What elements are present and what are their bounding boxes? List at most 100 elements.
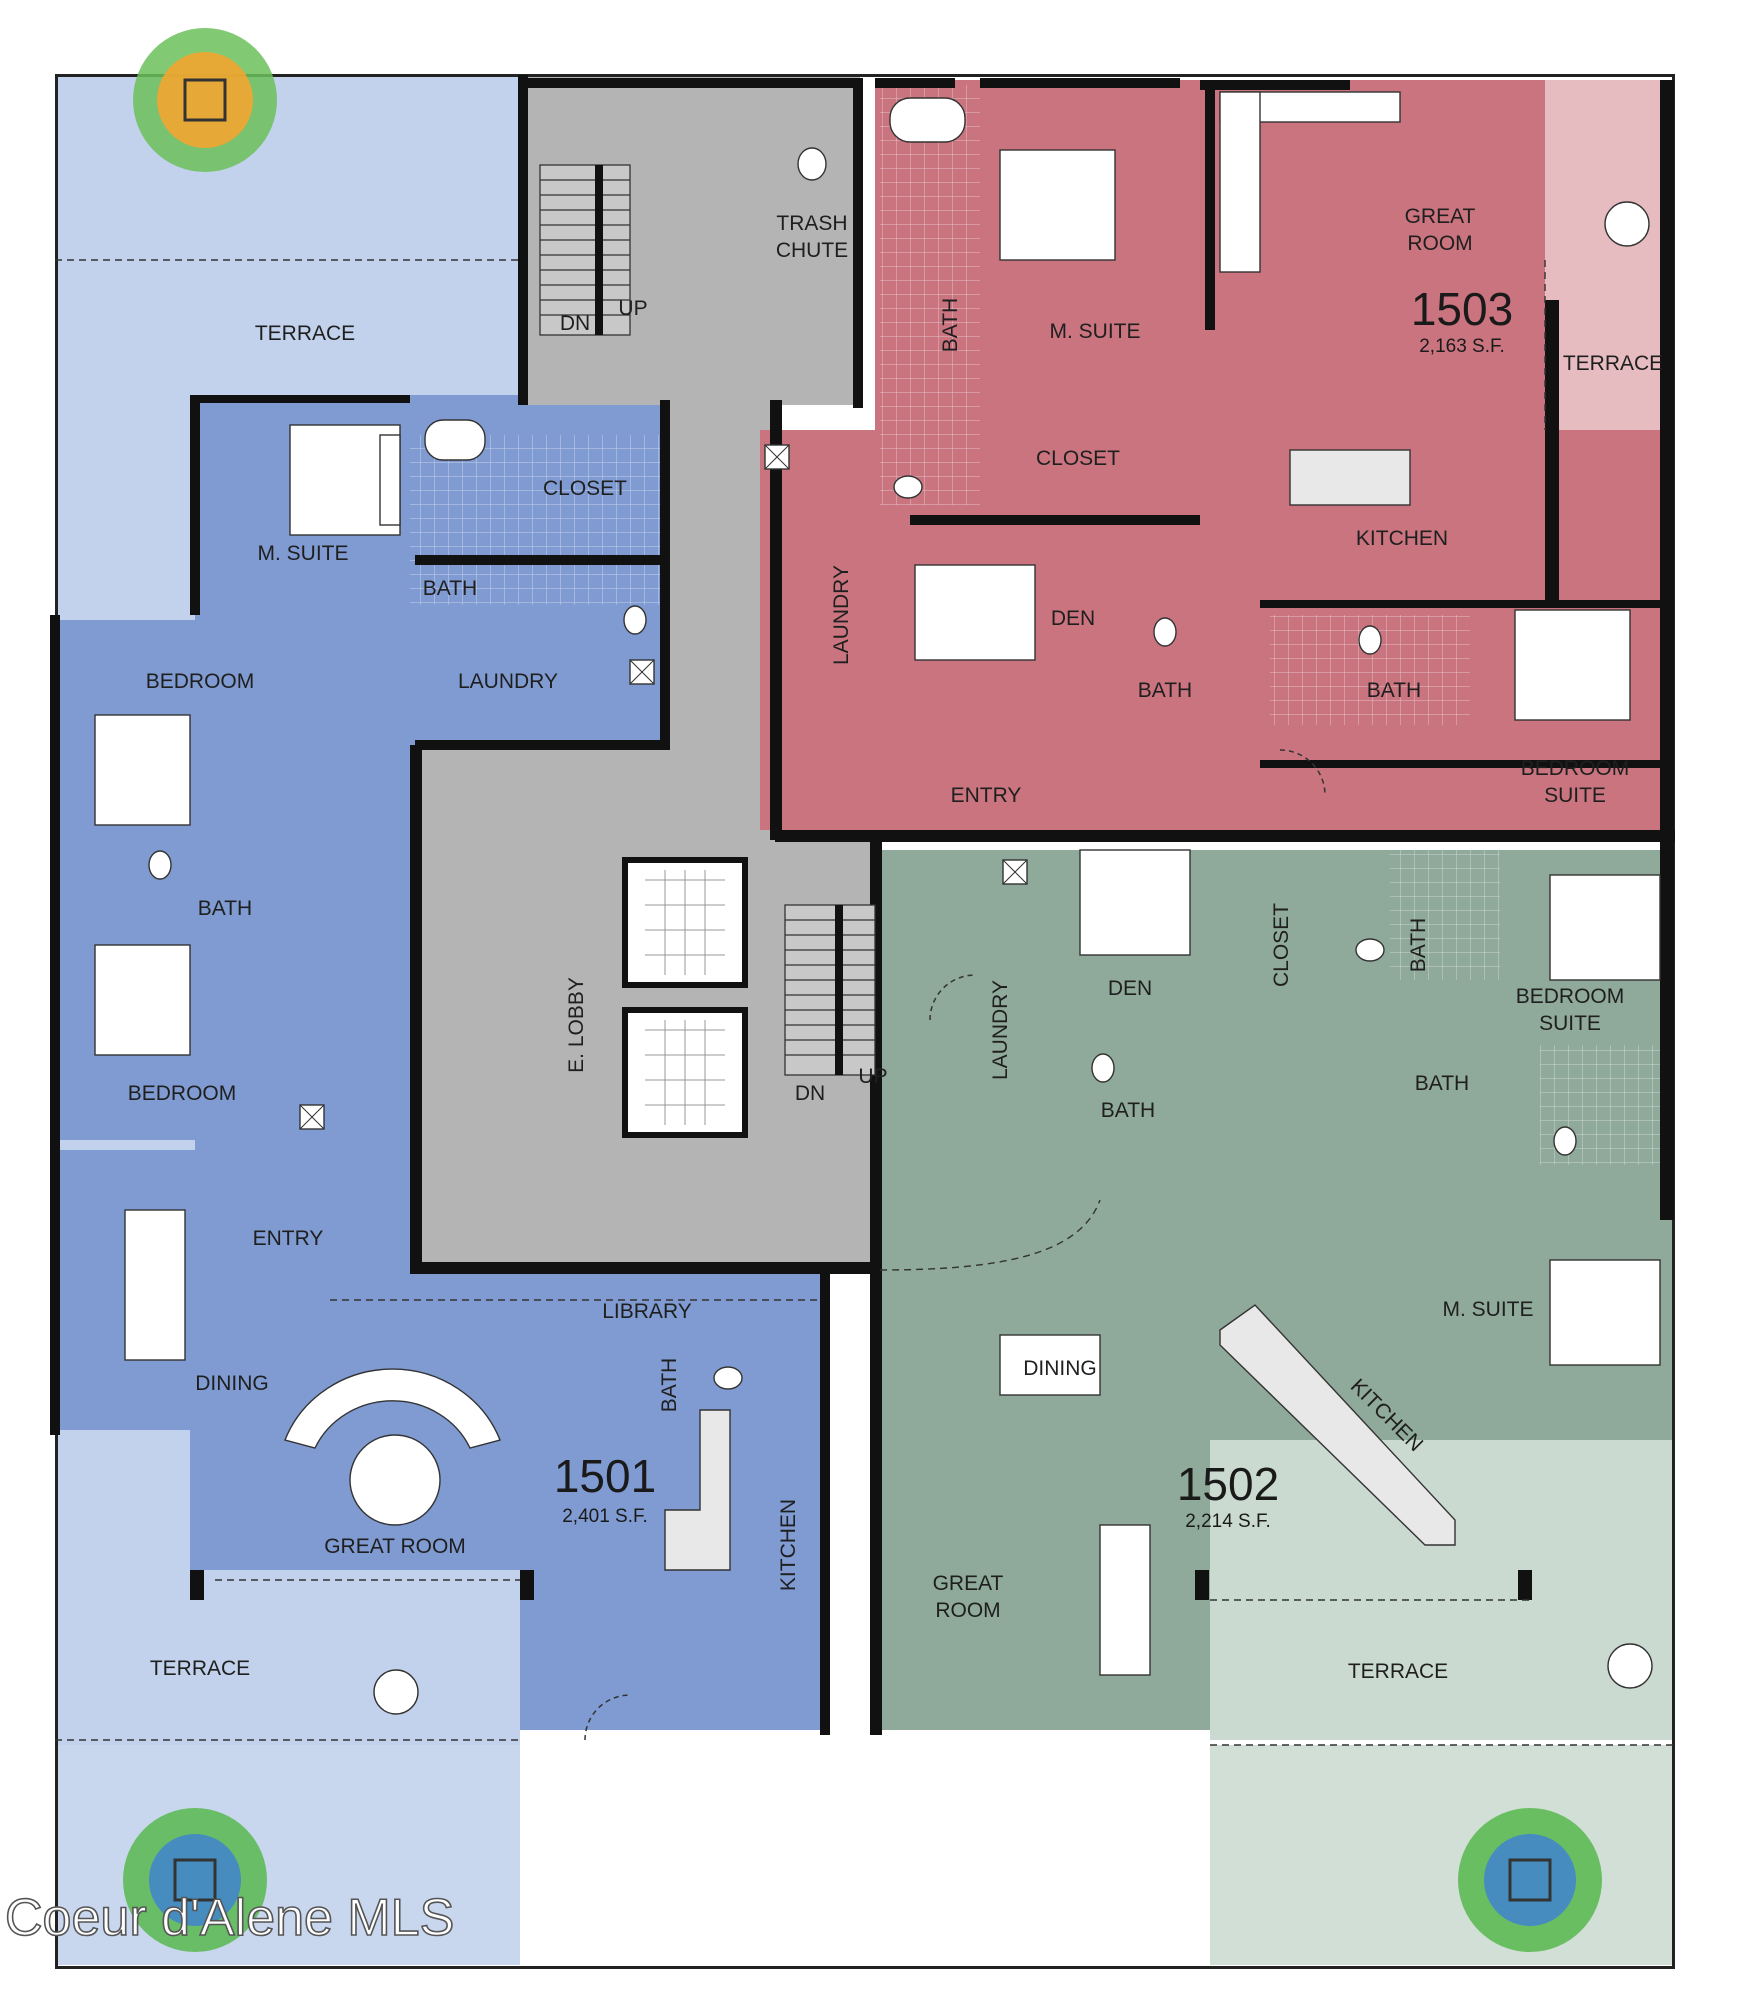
entry-label: ENTRY xyxy=(253,1227,324,1250)
kitchen-label: KITCHEN xyxy=(777,1499,800,1591)
bath-label: BATH xyxy=(1138,679,1192,702)
wall xyxy=(875,78,955,88)
bed-icon xyxy=(1514,609,1631,721)
toilet-icon xyxy=(1355,938,1385,962)
bath-label: BATH xyxy=(939,298,962,352)
wall xyxy=(1660,840,1674,1220)
elevator-icon xyxy=(622,857,748,1138)
wall xyxy=(910,515,1200,525)
wall xyxy=(415,740,670,750)
great-room-label: GREAT ROOM xyxy=(324,1535,466,1558)
bathtub-icon xyxy=(424,419,486,461)
wall xyxy=(820,1265,830,1735)
dining-table-icon xyxy=(1607,1643,1653,1689)
toilet-icon xyxy=(893,475,923,499)
terrace-label: TERRACE xyxy=(150,1657,250,1680)
wall xyxy=(770,400,782,840)
dining-label: DINING xyxy=(1023,1357,1097,1380)
unit-1502-number: 1502 xyxy=(1177,1458,1279,1510)
unit-1501-area-kitchen xyxy=(520,1560,820,1730)
kitchen-label: KITCHEN xyxy=(1356,527,1448,550)
m-suite-label: M. SUITE xyxy=(1442,1298,1533,1321)
closet-label: CLOSET xyxy=(543,477,627,500)
wall xyxy=(518,78,863,88)
kitchen-island xyxy=(664,1409,731,1571)
m-suite-label: M. SUITE xyxy=(257,542,348,565)
wall xyxy=(55,1966,1675,1969)
great-label: GREAT xyxy=(933,1572,1004,1595)
toilet-icon xyxy=(713,1366,743,1390)
toilet-icon xyxy=(1358,625,1382,655)
den-label: DEN xyxy=(1108,977,1152,1000)
toilet-icon xyxy=(1553,1126,1577,1156)
wall xyxy=(190,395,410,403)
wall xyxy=(410,745,422,1270)
wall xyxy=(1260,760,1660,768)
dining-label: DINING xyxy=(195,1372,269,1395)
walls xyxy=(50,74,1675,1969)
unit-1501-terrace xyxy=(55,1590,520,1740)
wall xyxy=(1545,300,1559,600)
bedroom-suite-label-1: BEDROOM xyxy=(1516,985,1625,1008)
unit-1502 xyxy=(875,850,1675,1965)
bedroom-suite-label-2: SUITE xyxy=(1544,784,1606,807)
unit-1502-terrace xyxy=(1210,1440,1675,1740)
stair-icon xyxy=(784,904,876,1076)
unit-1503-number: 1503 xyxy=(1411,283,1513,335)
bath-label: BATH xyxy=(1415,1072,1469,1095)
great-label: GREAT xyxy=(1405,205,1476,228)
terrace-label: TERRACE xyxy=(1348,1660,1448,1683)
washer-icon xyxy=(299,1104,325,1130)
bathtub-icon xyxy=(889,97,966,143)
wall xyxy=(1195,1570,1209,1600)
tree-icon xyxy=(133,28,277,172)
wall xyxy=(55,74,1675,77)
wall xyxy=(50,1135,60,1435)
unit-1501-bath-tile xyxy=(410,435,660,605)
dining-table-icon xyxy=(124,1209,186,1361)
bath-label: BATH xyxy=(1407,918,1430,972)
bath-label: BATH xyxy=(658,1358,681,1412)
dining-table-icon xyxy=(1604,201,1650,247)
up-label: UP xyxy=(858,1065,887,1088)
bed-icon xyxy=(999,149,1116,261)
kitchen-island xyxy=(1219,1304,1456,1546)
unit-1503-terrace xyxy=(1545,80,1675,430)
entry-label: ENTRY xyxy=(951,784,1022,807)
wall xyxy=(1200,80,1350,90)
bed-icon xyxy=(914,564,1036,661)
terrace-label: TERRACE xyxy=(1563,352,1663,375)
bath-label: BATH xyxy=(423,577,477,600)
unit-1501-area-bedrooms xyxy=(55,620,415,1140)
bath-label: BATH xyxy=(1367,679,1421,702)
closet-label: CLOSET xyxy=(1036,447,1120,470)
wall xyxy=(870,1265,882,1735)
room-label: ROOM xyxy=(935,1599,1000,1622)
wall xyxy=(410,1262,880,1274)
terrace-label: TERRACE xyxy=(255,322,355,345)
bath-label: BATH xyxy=(1101,1099,1155,1122)
stair-icon xyxy=(539,164,631,336)
wall xyxy=(190,395,200,615)
trash-chute-label-1: TRASH xyxy=(776,212,847,235)
room-labels: TERRACE M. SUITE CLOSET BATH LAUNDRY BED… xyxy=(128,205,1663,1683)
wall xyxy=(660,400,670,750)
wall xyxy=(1260,600,1660,608)
wall xyxy=(50,615,60,1140)
room-label: ROOM xyxy=(1407,232,1472,255)
m-suite-label: M. SUITE xyxy=(1049,320,1140,343)
watermark: Coeur d'Alene MLS xyxy=(5,1889,454,1947)
unit-1503-area: 2,163 S.F. xyxy=(1419,336,1505,357)
toilet-icon xyxy=(1091,1053,1115,1083)
washer-icon xyxy=(1002,859,1028,885)
furniture xyxy=(94,91,1661,1715)
den-label: DEN xyxy=(1051,607,1095,630)
laundry-label: LAUNDRY xyxy=(830,565,853,665)
bed-icon xyxy=(289,424,401,536)
dn-label: DN xyxy=(560,312,590,335)
up-label: UP xyxy=(618,297,647,320)
wall xyxy=(1518,1570,1532,1600)
sofa-icon xyxy=(284,1368,501,1449)
sofa-icon xyxy=(1219,91,1401,273)
sofa-icon xyxy=(1099,1524,1151,1676)
